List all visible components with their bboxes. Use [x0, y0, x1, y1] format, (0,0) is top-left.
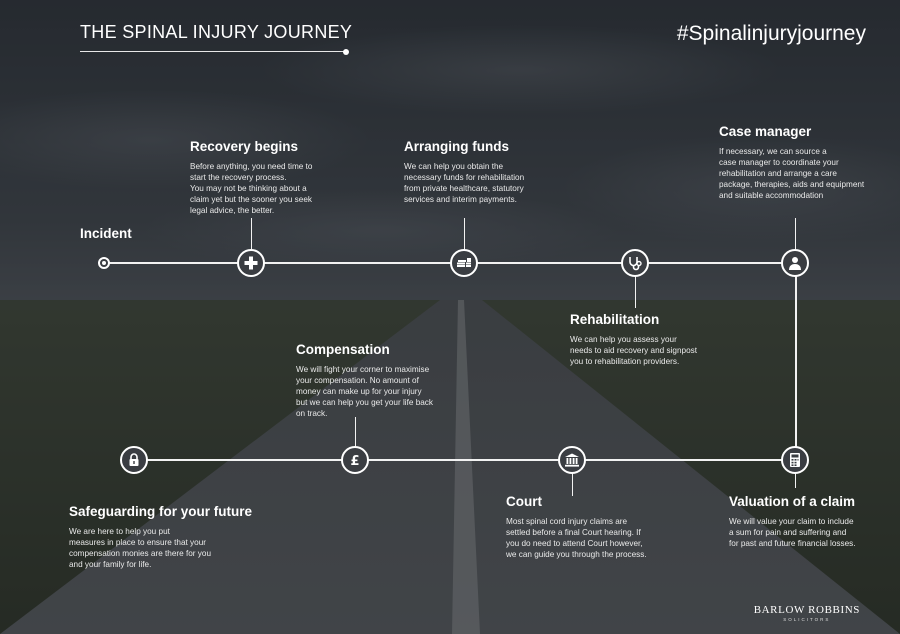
compensation-connector: [355, 417, 356, 447]
stage-valuation-text: We will value your claim to include a su…: [729, 517, 856, 548]
stage-incident-title: Incident: [80, 226, 132, 241]
stage-safeguarding-text: We are here to help you put measures in …: [69, 527, 211, 569]
stage-court: Court Most spinal cord injury claims are…: [506, 494, 676, 560]
case-manager-node: [781, 249, 809, 277]
court-connector: [572, 472, 573, 496]
logo-subtitle: SOLICITORS: [783, 617, 831, 622]
stage-case-manager: Case manager If necessary, we can source…: [719, 124, 889, 201]
timeline-bottom-line: [134, 459, 796, 461]
recovery-node: [237, 249, 265, 277]
stage-recovery: Recovery begins Before anything, you nee…: [190, 139, 350, 216]
page-title: THE SPINAL INJURY JOURNEY: [80, 22, 353, 42]
funds-connector: [464, 218, 465, 250]
stage-recovery-text: Before anything, you need time to start …: [190, 162, 313, 215]
stage-funds-text: We can help you obtain the necessary fun…: [404, 162, 525, 204]
stage-compensation-text: We will fight your corner to maximise yo…: [296, 365, 433, 418]
timeline-right-vertical-line: [795, 263, 797, 460]
valuation-connector: [795, 472, 796, 488]
stage-compensation-title: Compensation: [296, 342, 390, 357]
stage-case-manager-title: Case manager: [719, 124, 812, 139]
stage-case-manager-text: If necessary, we can source a case manag…: [719, 147, 865, 200]
stage-funds: Arranging funds We can help you obtain t…: [404, 139, 564, 205]
padlock-icon: [129, 453, 139, 466]
valuation-node: [781, 446, 809, 474]
incident-start-marker: [98, 257, 110, 269]
stage-incident: Incident: [80, 226, 132, 248]
hashtag: #Spinalinjuryjourney: [676, 22, 866, 45]
courthouse-icon: [565, 453, 579, 467]
case-manager-connector: [795, 218, 796, 250]
company-logo: BARLOW ROBBINS SOLICITORS: [754, 604, 860, 622]
person-icon: [789, 257, 801, 270]
stage-valuation: Valuation of a claim We will value your …: [729, 494, 894, 549]
rehabilitation-node: [621, 249, 649, 277]
safeguarding-node: [120, 446, 148, 474]
compensation-node: £: [341, 446, 369, 474]
stage-safeguarding-title: Safeguarding for your future: [69, 504, 253, 519]
stage-court-text: Most spinal cord injury claims are settl…: [506, 517, 647, 559]
svg-text:£: £: [350, 454, 359, 468]
recovery-connector: [251, 218, 252, 250]
logo-name: BARLOW ROBBINS: [753, 604, 860, 616]
stage-rehabilitation: Rehabilitation We can help you assess yo…: [570, 312, 730, 367]
stage-compensation: Compensation We will fight your corner t…: [296, 342, 466, 419]
stage-rehabilitation-title: Rehabilitation: [570, 312, 660, 327]
title-underline: [80, 51, 346, 52]
title-underline-dot: [343, 48, 349, 55]
stethoscope-icon: [629, 257, 642, 271]
rehabilitation-connector: [635, 276, 636, 308]
pound-icon: £: [350, 454, 359, 468]
stage-recovery-title: Recovery begins: [190, 139, 299, 154]
stage-rehabilitation-text: We can help you assess your needs to aid…: [570, 335, 697, 366]
stage-safeguarding: Safeguarding for your future We are here…: [69, 504, 269, 570]
stage-funds-title: Arranging funds: [404, 139, 509, 154]
calculator-icon: [790, 453, 800, 467]
stage-court-title: Court: [506, 494, 542, 509]
funds-node: [450, 249, 478, 277]
stage-valuation-title: Valuation of a claim: [729, 494, 856, 509]
plus-icon: [244, 256, 258, 270]
court-node: [558, 446, 586, 474]
money-stack-icon: [457, 258, 471, 267]
